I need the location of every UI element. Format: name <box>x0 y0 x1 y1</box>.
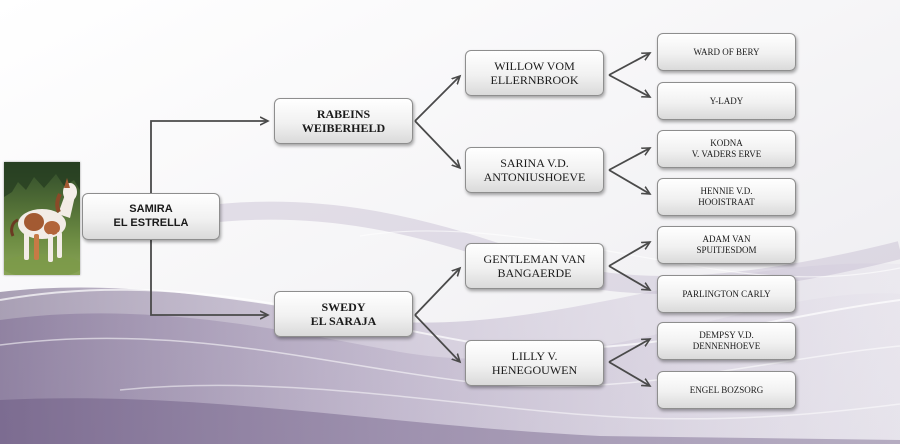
dam-sire-dam-name: PARLINGTON CARLY <box>682 288 771 299</box>
connector-sd-s <box>608 148 650 171</box>
sire-dam-sire-name: KODNA V. VADERS ERVE <box>691 138 762 159</box>
pedigree-dam-sire-dam: PARLINGTON CARLY <box>657 275 796 313</box>
connector-subject-dam <box>150 240 268 315</box>
dam-dam-dam-name: ENGEL BOZSORG <box>689 384 764 395</box>
connector-dam-sire <box>414 268 460 316</box>
connector-dam-dam <box>414 314 460 362</box>
connector-ss-s <box>608 53 650 76</box>
pedigree-sire-dam-sire: KODNA V. VADERS ERVE <box>657 130 796 168</box>
pedigree-dam-dam: LILLY V. HENEGOUWEN <box>465 340 604 386</box>
dam-dam-sire-name: DEMPSY V.D. DENNENHOEVE <box>692 330 761 351</box>
sire-sire-dam-name: Y-LADY <box>709 95 744 106</box>
sire-sire-sire-name: WARD OF BERY <box>693 46 760 57</box>
pedigree-subject: SAMIRA EL ESTRELLA <box>82 193 220 240</box>
pedigree-sire-sire-sire: WARD OF BERY <box>657 33 796 71</box>
dam-name: SWEDY EL SARAJA <box>310 299 377 328</box>
pedigree-dam: SWEDY EL SARAJA <box>274 291 413 337</box>
sire-sire-name: WILLOW VOM ELLERNBROOK <box>490 58 579 87</box>
connector-ds-d <box>608 265 650 290</box>
connector-sire-sire <box>414 76 460 122</box>
dam-dam-name: LILLY V. HENEGOUWEN <box>491 348 578 377</box>
connector-ds-s <box>608 242 650 267</box>
foal-icon <box>4 162 80 275</box>
connector-dd-d <box>608 361 650 386</box>
dam-sire-sire-name: ADAM VAN SPUITJESDOM <box>696 234 757 255</box>
pedigree-sire: RABEINS WEIBERHELD <box>274 98 413 144</box>
pedigree-sire-dam-dam: HENNIE V.D. HOOISTRAAT <box>657 178 796 216</box>
sire-name: RABEINS WEIBERHELD <box>301 106 386 135</box>
connector-ss-d <box>608 74 650 97</box>
sire-dam-dam-name: HENNIE V.D. HOOISTRAAT <box>698 186 755 207</box>
dam-sire-name: GENTLEMAN VAN BANGAERDE <box>483 251 586 280</box>
foal-photo <box>4 162 80 275</box>
connector-sire-dam <box>414 120 460 168</box>
pedigree-dam-sire-sire: ADAM VAN SPUITJESDOM <box>657 226 796 264</box>
connector-dd-s <box>608 339 650 363</box>
connector-subject-sire <box>150 121 268 195</box>
pedigree-sire-sire: WILLOW VOM ELLERNBROOK <box>465 50 604 96</box>
connector-sd-d <box>608 169 650 194</box>
pedigree-sire-sire-dam: Y-LADY <box>657 82 796 120</box>
sire-dam-name: SARINA V.D. ANTONIUSHOEVE <box>483 155 586 184</box>
pedigree-sire-dam: SARINA V.D. ANTONIUSHOEVE <box>465 147 604 193</box>
pedigree-dam-sire: GENTLEMAN VAN BANGAERDE <box>465 243 604 289</box>
subject-name: SAMIRA EL ESTRELLA <box>113 203 189 229</box>
pedigree-dam-dam-sire: DEMPSY V.D. DENNENHOEVE <box>657 322 796 360</box>
pedigree-dam-dam-dam: ENGEL BOZSORG <box>657 371 796 409</box>
